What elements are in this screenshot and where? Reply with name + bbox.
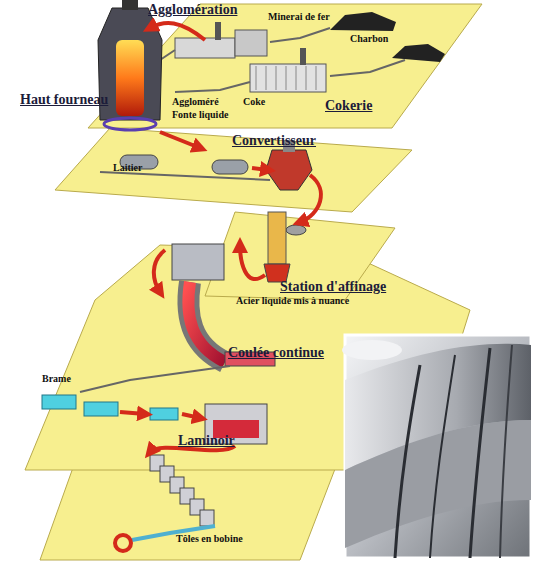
slab [150, 408, 178, 420]
material-label: Acier liquide mis à nuance [236, 295, 349, 306]
material-label: Fonte liquide [172, 109, 228, 120]
station-name: Convertisseur [232, 133, 316, 148]
iron-ore-pile [330, 12, 396, 31]
flow-arrow [150, 23, 205, 40]
torpedo-car [212, 160, 248, 174]
caster-strand [188, 282, 225, 362]
tuyere-ring [104, 118, 156, 130]
material-label: Coke [243, 96, 265, 107]
coil-photo [345, 335, 531, 558]
coal-pile [392, 44, 445, 62]
chimney [300, 48, 306, 65]
station-name: Cokerie [325, 98, 372, 113]
flow-arrow [154, 250, 165, 292]
coil-gap [430, 355, 455, 558]
caster-strand-frame [188, 282, 225, 362]
coil-gap [470, 348, 490, 558]
material-label: Minerai de fer [268, 11, 330, 22]
converter-vessel [266, 150, 312, 190]
furnace-fire [116, 40, 144, 116]
raw-material-platform [88, 4, 482, 128]
conveyor [270, 28, 330, 42]
coke-oven [250, 64, 326, 92]
oven-cells [256, 66, 316, 90]
material-label: Aggloméré [172, 96, 219, 107]
ladle [286, 225, 306, 235]
refining-unit [268, 212, 286, 264]
material-label: Laitier [113, 162, 142, 173]
coil-gap [500, 345, 512, 558]
coil-gap [395, 365, 420, 558]
flow-arrow [252, 168, 268, 170]
refining-platform [205, 212, 395, 300]
slab [42, 395, 76, 409]
station-name: Haut fourneau [20, 92, 108, 107]
coil-highlight [342, 340, 402, 360]
sinter-plant [235, 30, 267, 56]
slab [84, 402, 118, 416]
furnace-top [122, 0, 138, 10]
sinter-plant [175, 38, 235, 58]
converter-platform [55, 128, 412, 212]
material-label: Charbon [350, 33, 388, 44]
material-label: Tôles en bobine [176, 533, 243, 544]
station-name: Coulée continue [228, 345, 324, 360]
conveyor [175, 82, 250, 92]
flow-arrow [240, 245, 265, 279]
station-name: Laminoir [178, 433, 235, 448]
flow-arrow [300, 175, 321, 222]
flow-arrow [120, 412, 145, 414]
roller-table [80, 366, 230, 392]
chimney [215, 22, 221, 40]
rolling-stand [200, 510, 214, 526]
station-name: Agglomération [148, 2, 237, 17]
station-name: Station d'affinage [280, 279, 386, 294]
coil [115, 535, 131, 551]
material-label: Brame [42, 373, 71, 384]
flow-arrow [160, 132, 200, 148]
flow-arrow [182, 414, 200, 418]
conveyor [330, 60, 405, 76]
caster-tundish [172, 244, 224, 280]
